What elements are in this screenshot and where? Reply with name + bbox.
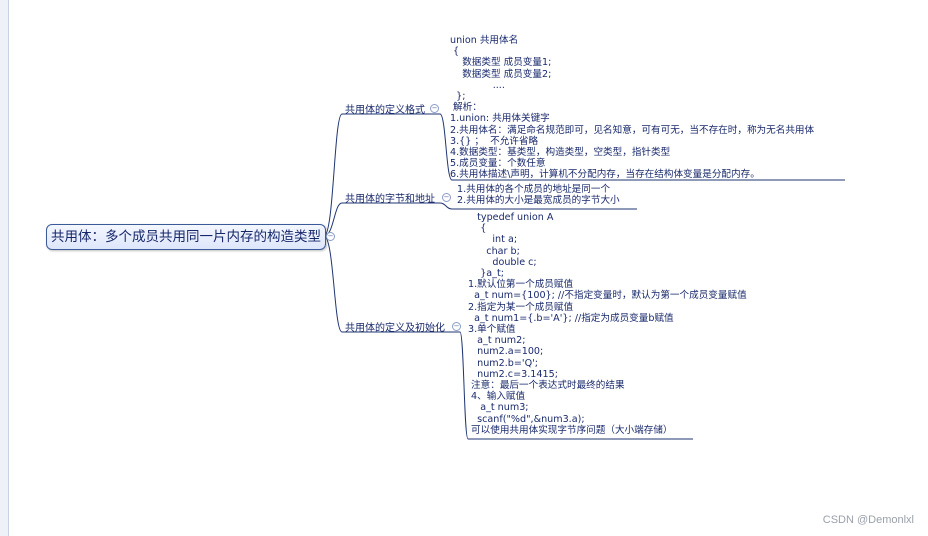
detail-line: 5.成员变量：个数任意 <box>450 158 546 170</box>
detail-line: }; <box>450 91 466 103</box>
detail-line: union 共用体名 <box>450 35 519 46</box>
detail-line: 3.{} ； 不允许省略 <box>450 135 539 147</box>
detail-line: typedef union A <box>468 212 554 223</box>
detail-line: a_t num2; <box>468 335 526 347</box>
detail-line: double c; <box>468 256 537 268</box>
detail-line: num2.a=100; <box>468 346 544 358</box>
root-node-label: 共用体：多个成员共用同一片内存的构造类型 <box>51 229 321 245</box>
definition-format-detail: union 共用体名 { 数据类型 成员变量1; 数据类型 成员变量2; ...… <box>450 35 814 181</box>
detail-line: 3.单个赋值 <box>468 324 516 336</box>
detail-line: int a; <box>468 234 518 246</box>
detail-line: 1.默认位第一个成员赋值 <box>468 279 574 291</box>
detail-line: 注意：最后一个表达式时最终的结果 <box>468 380 625 392</box>
watermark: CSDN @Demonlxl <box>822 514 914 526</box>
connector-root-branch-3 <box>323 235 343 333</box>
detail-line: 2.共用体名：满足命名规范即可，见名知意，可有可无，当不存在时，称为无名共用体 <box>450 124 815 136</box>
branch-definition-and-init-label: 共用体的定义及初始化 <box>345 323 445 334</box>
branch-2-collapse-toggle[interactable]: − <box>442 193 451 202</box>
detail-line: 2.共用体的大小是最宽成员的字节大小 <box>457 195 620 207</box>
detail-line: { <box>468 223 487 235</box>
connector-branch-3-detail <box>459 331 469 440</box>
branch-size-and-address-label: 共用体的字节和地址 <box>345 194 435 205</box>
detail-line: { <box>450 46 460 58</box>
detail-line: 数据类型 成员变量1; <box>450 57 552 69</box>
connector-branch-2-detail <box>439 202 453 210</box>
detail-line: }a_t; <box>468 268 504 280</box>
left-panel-border <box>0 0 9 536</box>
detail-line: char b; <box>468 245 520 257</box>
detail-line: scanf("%d",&num3.a); <box>468 413 585 425</box>
detail-line: 解析： <box>450 102 482 114</box>
connector-root-branch-2 <box>323 202 343 237</box>
detail-line: num2.c=3.1415; <box>468 368 558 380</box>
detail-line: num2.b='Q'; <box>468 357 538 369</box>
detail-line: 1.共用体的各个成员的地址是同一个 <box>457 184 611 195</box>
detail-line: a_t num3; <box>468 402 529 414</box>
detail-line: 4、输入赋值 <box>468 391 526 403</box>
connector-root-branch-1 <box>323 113 343 237</box>
detail-line: 可以使用共用体实现字节序问题（大小端存储） <box>468 424 673 436</box>
branch-definition-format-label: 共用体的定义格式 <box>345 105 425 116</box>
connector-branch-1-detail <box>439 113 453 181</box>
branch-definition-and-init[interactable]: 共用体的定义及初始化 <box>345 319 445 334</box>
root-node[interactable]: 共用体：多个成员共用同一片内存的构造类型 <box>46 224 326 250</box>
branch-3-collapse-toggle[interactable]: − <box>452 322 461 331</box>
detail-line: 4.数据类型：基类型，构造类型，空类型，指针类型 <box>450 147 671 159</box>
detail-line: 1.union: 共用体关键字 <box>450 113 550 125</box>
branch-size-and-address[interactable]: 共用体的字节和地址 <box>345 190 435 205</box>
size-and-address-detail: 1.共用体的各个成员的地址是同一个 2.共用体的大小是最宽成员的字节大小 <box>457 184 620 206</box>
detail-line: 数据类型 成员变量2; <box>450 68 552 80</box>
branch-definition-format[interactable]: 共用体的定义格式 <box>345 101 425 116</box>
root-collapse-toggle[interactable]: − <box>326 232 335 241</box>
branch-1-collapse-toggle[interactable]: − <box>430 104 439 113</box>
definition-and-init-detail: typedef union A { int a; char b; double … <box>468 212 747 436</box>
detail-line: .... <box>450 79 505 91</box>
detail-line: 6.共用体描述\声明，计算机不分配内存，当存在结构体变量是分配内存。 <box>450 169 760 181</box>
detail-line: a_t num1={.b='A'}; //指定为成员变量b赋值 <box>468 312 674 324</box>
detail-line: a_t num={100}; //不指定变量时，默认为第一个成员变量赋值 <box>468 290 747 302</box>
detail-line: 2.指定为某一个成员赋值 <box>468 301 574 313</box>
